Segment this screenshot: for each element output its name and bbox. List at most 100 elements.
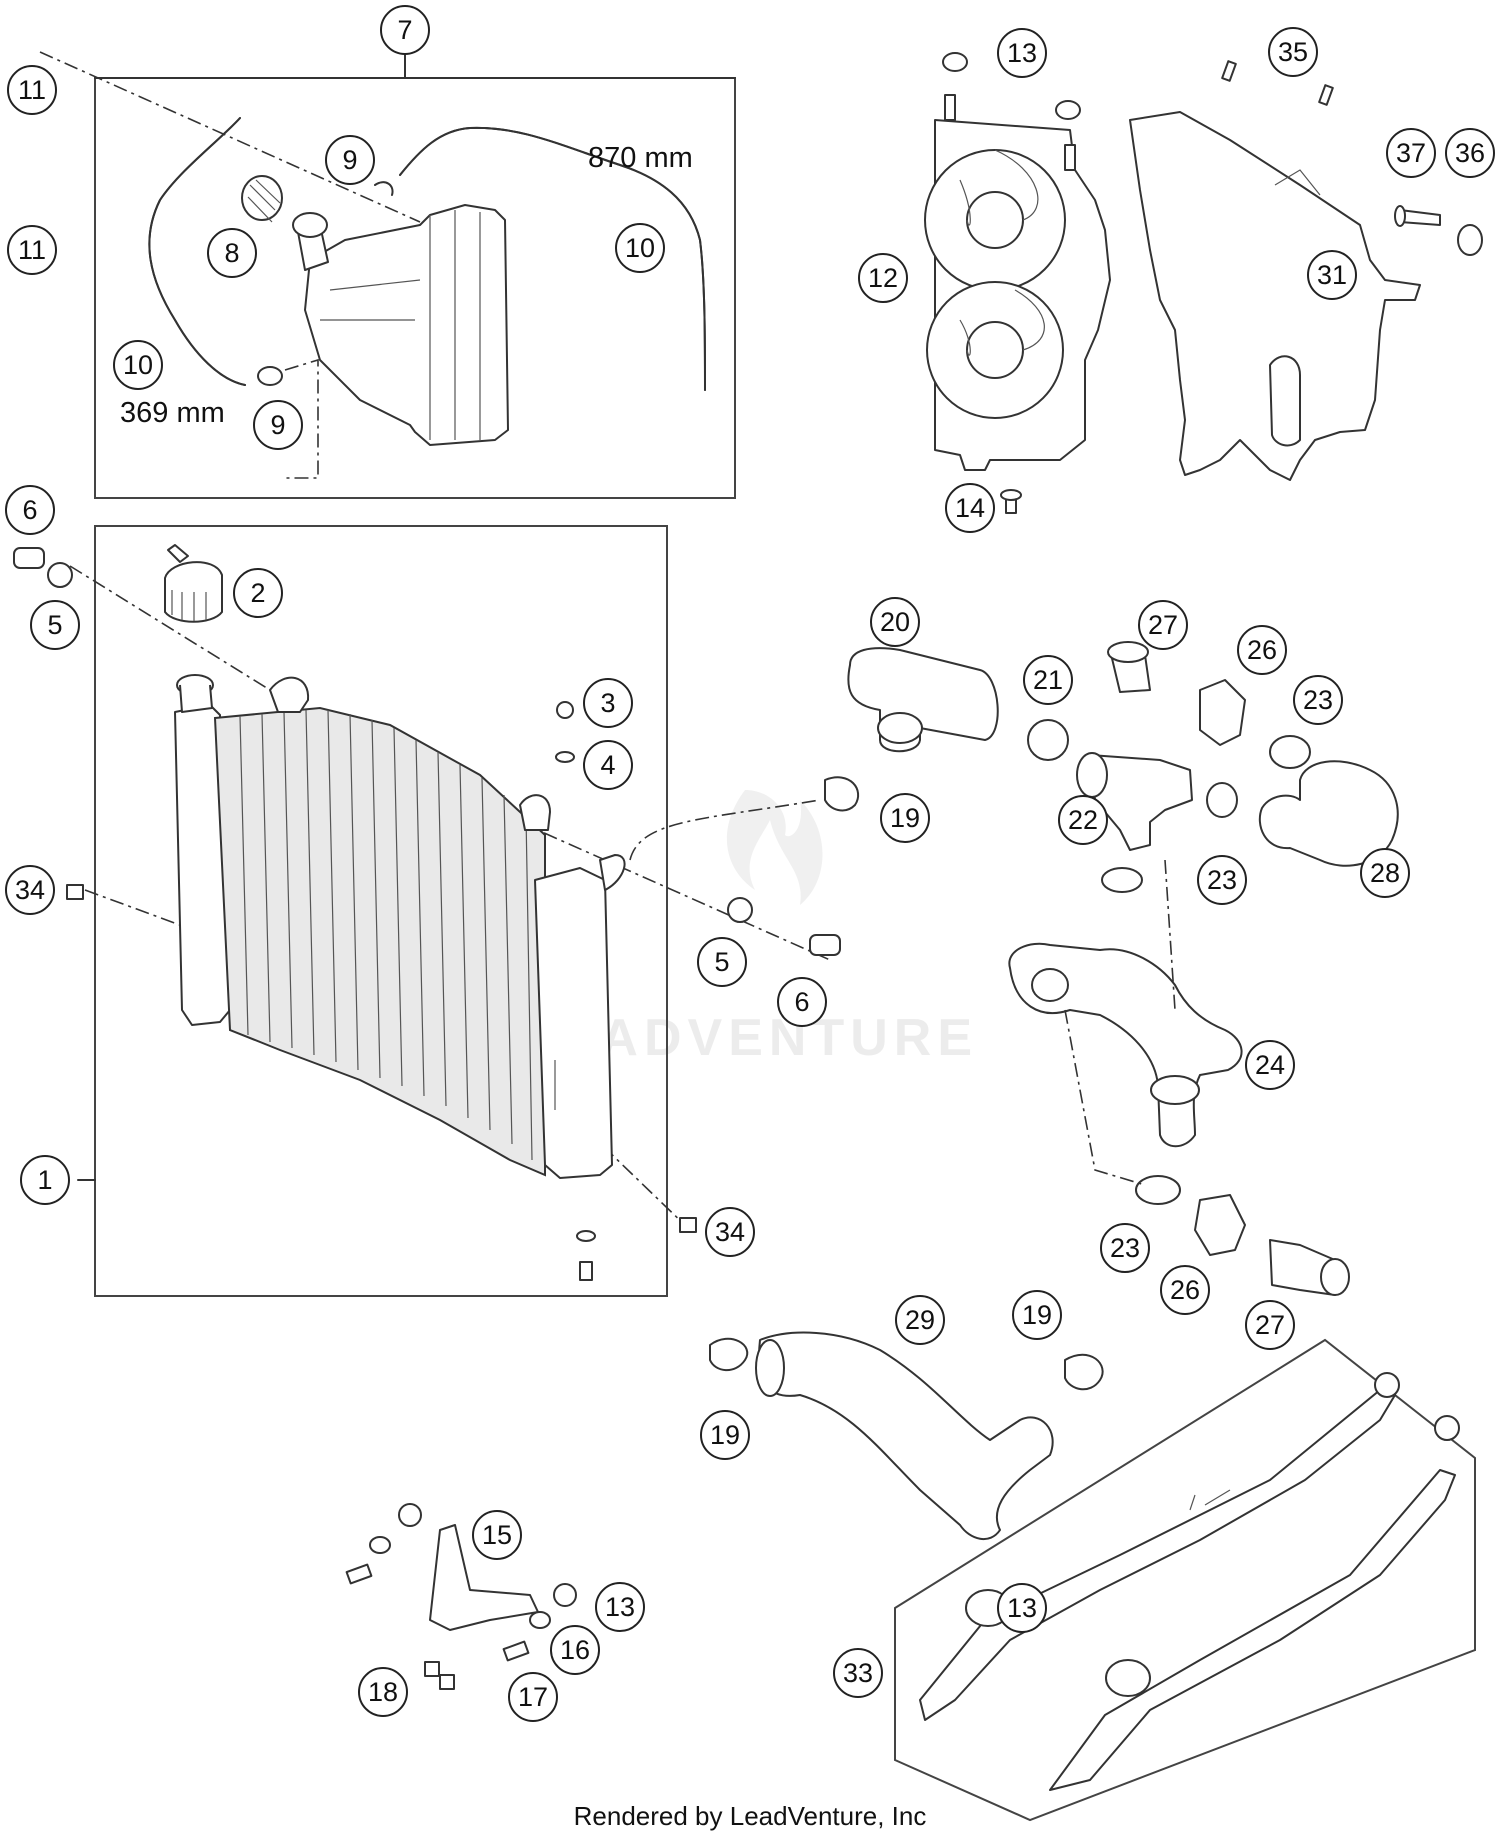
callout-16: 16 [550, 1625, 600, 1675]
callout-34: 34 [705, 1207, 755, 1257]
callout-circle [380, 5, 430, 55]
callout-circle [5, 865, 55, 915]
callout-number: 34 [715, 1217, 745, 1247]
callout-19: 19 [700, 1410, 750, 1460]
callout-number: 19 [710, 1420, 740, 1450]
callout-6: 6 [777, 977, 827, 1027]
callout-number: 4 [600, 750, 615, 780]
callout-5: 5 [30, 600, 80, 650]
callout-31: 31 [1307, 250, 1357, 300]
callout-26: 26 [1160, 1265, 1210, 1315]
callout-number: 27 [1148, 610, 1178, 640]
callout-7: 7 [380, 5, 430, 55]
callout-33: 33 [833, 1648, 883, 1698]
render-credit: Rendered by LeadVenture, Inc [574, 1801, 927, 1831]
callout-number: 20 [880, 607, 910, 637]
callout-number: 19 [890, 803, 920, 833]
callout-number: 9 [342, 145, 357, 175]
callout-circle [697, 937, 747, 987]
callout-number: 5 [47, 610, 62, 640]
callout-9: 9 [325, 135, 375, 185]
callout-18: 18 [358, 1667, 408, 1717]
callout-circle [1245, 1040, 1295, 1090]
callout-12: 12 [858, 253, 908, 303]
callout-35: 35 [1268, 27, 1318, 77]
callout-circle [1138, 600, 1188, 650]
callout-19: 19 [1012, 1290, 1062, 1340]
callout-circle [113, 340, 163, 390]
callout-circle [777, 977, 827, 1027]
callout-number: 37 [1396, 138, 1426, 168]
callout-number: 26 [1247, 635, 1277, 665]
callout-circle [358, 1667, 408, 1717]
callout-number: 5 [714, 947, 729, 977]
callout-2: 2 [233, 568, 283, 618]
callout-circle [233, 568, 283, 618]
callout-number: 23 [1207, 865, 1237, 895]
callout-circle [550, 1625, 600, 1675]
callout-13: 13 [997, 1583, 1047, 1633]
callout-17: 17 [508, 1672, 558, 1722]
callout-number: 1 [37, 1165, 52, 1195]
callout-number: 6 [794, 987, 809, 1017]
callout-13: 13 [997, 28, 1047, 78]
callout-number: 31 [1317, 260, 1347, 290]
callout-circle [472, 1510, 522, 1560]
callout-circle [945, 483, 995, 533]
callout-number: 33 [843, 1658, 873, 1688]
callout-number: 16 [560, 1635, 590, 1665]
callout-20: 20 [870, 597, 920, 647]
callout-number: 29 [905, 1305, 935, 1335]
callout-circle [253, 400, 303, 450]
callout-circle [1012, 1290, 1062, 1340]
callout-number: 8 [224, 238, 239, 268]
shroud-box [894, 1338, 1476, 1822]
callout-number: 18 [368, 1677, 398, 1707]
callout-number: 9 [270, 410, 285, 440]
callout-15: 15 [472, 1510, 522, 1560]
callout-number: 11 [18, 75, 46, 105]
callout-number: 13 [605, 1592, 635, 1622]
callout-number: 19 [1022, 1300, 1052, 1330]
fan-assembly [924, 52, 1111, 514]
callout-circle [30, 600, 80, 650]
callout-number: 7 [397, 15, 412, 45]
callout-number: 21 [1033, 665, 1063, 695]
dimension-labels: 870 mm 369 mm [120, 142, 693, 429]
callout-23: 23 [1197, 855, 1247, 905]
callout-number: 27 [1255, 1310, 1285, 1340]
callout-23: 23 [1293, 675, 1343, 725]
callout-circle [5, 485, 55, 535]
callout-34: 34 [5, 865, 55, 915]
callout-37: 37 [1386, 128, 1436, 178]
callout-number: 10 [625, 233, 655, 263]
callout-22: 22 [1058, 795, 1108, 845]
callout-circle [895, 1295, 945, 1345]
callout-number: 2 [250, 578, 265, 608]
callout-circle [997, 28, 1047, 78]
callout-1: 1 [20, 1155, 70, 1205]
callout-13: 13 [595, 1582, 645, 1632]
callout-circle [1307, 250, 1357, 300]
callout-21: 21 [1023, 655, 1073, 705]
radiator-assembly [13, 525, 860, 1297]
callout-circle [1237, 625, 1287, 675]
callout-circle [1445, 128, 1495, 178]
callout-number: 34 [15, 875, 45, 905]
callout-27: 27 [1138, 600, 1188, 650]
callout-8: 8 [207, 228, 257, 278]
callout-circle [583, 740, 633, 790]
callout-27: 27 [1245, 1300, 1295, 1350]
callout-circle [1268, 27, 1318, 77]
callout-number: 14 [955, 493, 985, 523]
callout-circle [508, 1672, 558, 1722]
callout-circle [1197, 855, 1247, 905]
callout-11: 11 [7, 225, 57, 275]
hose-length-short: 369 mm [120, 397, 225, 429]
callout-circle [7, 65, 57, 115]
callout-number: 22 [1068, 805, 1098, 835]
callout-circle [1245, 1300, 1295, 1350]
callout-circle [1386, 128, 1436, 178]
callout-36: 36 [1445, 128, 1495, 178]
